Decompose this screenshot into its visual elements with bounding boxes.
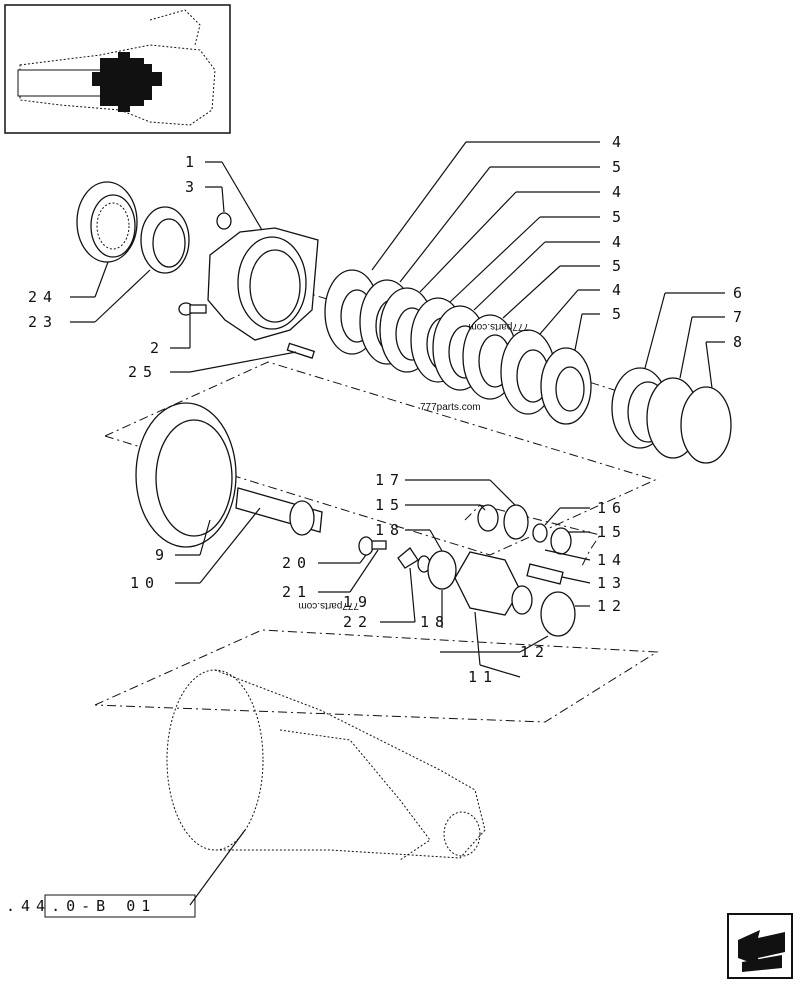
reference-code[interactable]: .44.0-B 01 bbox=[6, 894, 196, 918]
part-3-plug bbox=[216, 212, 232, 230]
callout-3: 3 bbox=[185, 178, 200, 196]
reference-code-text: .44.0-B 01 bbox=[6, 897, 156, 915]
callout-12: 12 bbox=[597, 597, 627, 615]
callout-21: 21 bbox=[282, 583, 312, 601]
part-21-screw bbox=[371, 540, 387, 550]
callout-23: 23 bbox=[28, 313, 58, 331]
callout-18: 18 bbox=[420, 613, 450, 631]
callout-10: 10 bbox=[130, 574, 160, 592]
callout-25: 25 bbox=[128, 363, 158, 381]
part-15-ring-a bbox=[477, 504, 499, 532]
callout-13: 13 bbox=[597, 574, 627, 592]
part-23-shim bbox=[140, 206, 190, 274]
callout-1: 1 bbox=[185, 153, 200, 171]
callout-5: 5 bbox=[612, 158, 627, 176]
part-10-shaft bbox=[235, 487, 323, 536]
part-12-gear bbox=[540, 591, 576, 637]
part-9-seal bbox=[135, 402, 237, 548]
callout-4: 4 bbox=[612, 233, 627, 251]
callout-18: 18 bbox=[375, 521, 405, 539]
callout-4: 4 bbox=[612, 281, 627, 299]
callout-16: 16 bbox=[597, 499, 627, 517]
callout-14: 14 bbox=[597, 551, 627, 569]
part-19-plate bbox=[397, 547, 419, 569]
callout-12: 12 bbox=[520, 643, 550, 661]
part-2-bolt bbox=[178, 302, 207, 316]
part-25-pin bbox=[286, 342, 316, 359]
next-page-arrow-icon[interactable] bbox=[727, 913, 793, 979]
callout-15: 15 bbox=[597, 523, 627, 541]
watermark: 777parts.com bbox=[298, 600, 359, 611]
group-outline-housing bbox=[94, 629, 659, 723]
part-16-washer bbox=[532, 523, 548, 543]
watermark: 777parts.com bbox=[420, 402, 481, 413]
leader-lines bbox=[70, 141, 725, 906]
callout-11: 11 bbox=[468, 668, 498, 686]
callout-17: 17 bbox=[375, 471, 405, 489]
part-17-gear bbox=[503, 504, 529, 540]
callout-15: 15 bbox=[375, 496, 405, 514]
part-18-ring bbox=[427, 550, 457, 590]
callout-4: 4 bbox=[612, 133, 627, 151]
part-11-diff-case bbox=[454, 551, 533, 616]
callout-5: 5 bbox=[612, 305, 627, 323]
part-13-pin bbox=[526, 563, 564, 585]
callout-7: 7 bbox=[733, 308, 748, 326]
locator-thumbnail[interactable] bbox=[4, 4, 231, 134]
callout-20: 20 bbox=[282, 554, 312, 572]
callout-2: 2 bbox=[150, 339, 165, 357]
callout-22: 22 bbox=[343, 613, 373, 631]
watermark: 777parts.com bbox=[468, 321, 529, 332]
group-outline-gears bbox=[464, 504, 601, 567]
callout-24: 24 bbox=[28, 288, 58, 306]
part-24-bearing bbox=[76, 181, 138, 263]
callout-5: 5 bbox=[612, 257, 627, 275]
callout-8: 8 bbox=[733, 333, 748, 351]
part-1-housing bbox=[207, 227, 319, 341]
group-outline-clutch bbox=[104, 361, 657, 556]
callout-19: 19 bbox=[343, 593, 373, 611]
callout-9: 9 bbox=[155, 546, 170, 564]
callout-5: 5 bbox=[612, 208, 627, 226]
part-8-seal bbox=[680, 386, 732, 464]
callout-labels: 4 5 4 5 4 5 4 5 6 7 8 1 3 24 23 2 25 17 … bbox=[28, 133, 748, 686]
part-20-washer bbox=[358, 536, 374, 556]
axle-housing bbox=[166, 669, 486, 861]
callout-4: 4 bbox=[612, 183, 627, 201]
clutch-pack bbox=[324, 269, 592, 425]
callout-6: 6 bbox=[733, 284, 748, 302]
